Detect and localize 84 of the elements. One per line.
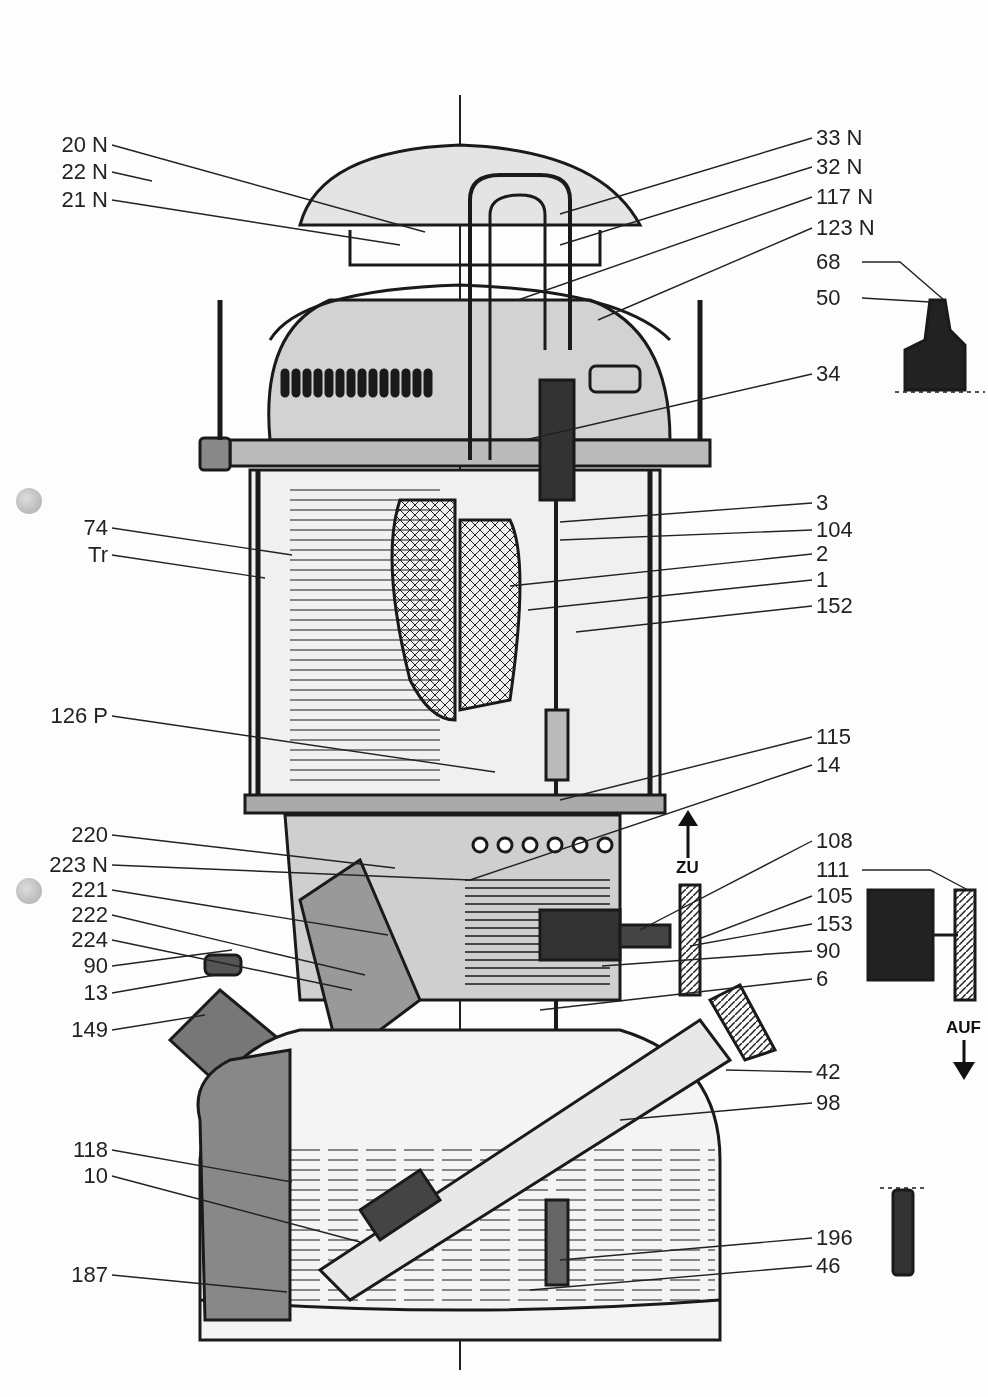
leader-line <box>111 715 496 773</box>
callout-number: 187 <box>34 1262 108 1288</box>
leader-line <box>559 736 813 801</box>
callout-number: 1 <box>816 567 890 593</box>
leader-line <box>111 527 293 556</box>
leader-line <box>861 297 931 303</box>
callout-number: 2 <box>816 541 890 567</box>
leader-line <box>111 949 233 967</box>
callout-number: 196 <box>816 1225 890 1251</box>
leader-line <box>111 889 389 936</box>
callout-number: 32 N <box>816 154 890 180</box>
callout-number: 22 N <box>34 159 108 185</box>
callout-number: 3 <box>816 490 890 516</box>
leader-line <box>111 939 353 991</box>
callout-number: 118 <box>34 1137 108 1163</box>
callout-number: 90 <box>816 938 890 964</box>
leader-line <box>509 553 813 587</box>
callout-number: 98 <box>816 1090 890 1116</box>
callout-number: 33 N <box>816 125 890 151</box>
leader-line <box>111 1014 206 1031</box>
leader-line <box>111 1175 361 1243</box>
leader-line <box>111 1149 293 1183</box>
callout-number: 222 <box>34 902 108 928</box>
callout-number: 149 <box>34 1017 108 1043</box>
leader-line <box>111 974 216 994</box>
callout-number: 126 P <box>34 703 108 729</box>
callout-number: 220 <box>34 822 108 848</box>
callout-number: 223 N <box>34 852 108 878</box>
callout-number: 74 <box>34 515 108 541</box>
callout-number: 34 <box>816 361 890 387</box>
callout-number: 105 <box>816 883 890 909</box>
leader-line <box>597 227 813 321</box>
leader-line <box>861 869 969 891</box>
callout-number: 68 <box>816 249 890 275</box>
leader-line <box>111 171 153 182</box>
leader-line <box>601 950 813 967</box>
leader-line <box>559 1237 813 1261</box>
leader-line <box>111 834 396 869</box>
callout-number: 104 <box>816 517 890 543</box>
leader-line <box>861 261 945 301</box>
callout-number: 221 <box>34 877 108 903</box>
leader-line <box>559 502 813 523</box>
callout-number: 224 <box>34 927 108 953</box>
callout-number: 20 N <box>34 132 108 158</box>
leader-line <box>111 144 426 233</box>
leader-line <box>639 840 813 931</box>
leader-line <box>559 166 813 246</box>
callout-number: 152 <box>816 593 890 619</box>
callout-number: 153 <box>816 911 890 937</box>
callout-number: 117 N <box>816 184 890 210</box>
leader-line <box>111 199 401 246</box>
leader-line <box>527 579 813 611</box>
leader-line <box>469 764 813 881</box>
leader-line <box>111 864 471 881</box>
callout-number: 6 <box>816 966 890 992</box>
direction-label: ZU <box>676 858 699 878</box>
leader-line <box>725 1069 813 1073</box>
leader-line <box>529 1265 813 1291</box>
leader-line <box>559 137 813 215</box>
callout-number: 111 <box>816 857 890 883</box>
leader-line <box>559 529 813 541</box>
callout-number: 21 N <box>34 187 108 213</box>
leader-line <box>695 895 813 941</box>
leader-line <box>111 1274 288 1293</box>
callout-number: 123 N <box>816 215 890 241</box>
callout-number: 46 <box>816 1253 890 1279</box>
callout-number: 14 <box>816 752 890 778</box>
callout-number: 90 <box>34 953 108 979</box>
leader-line <box>524 373 813 441</box>
leader-line <box>539 978 813 1011</box>
leader-line <box>689 923 813 947</box>
callout-number: 50 <box>816 285 890 311</box>
leader-line <box>517 196 813 301</box>
callout-number: 10 <box>34 1163 108 1189</box>
callout-number: 115 <box>816 724 890 750</box>
callout-number: 13 <box>34 980 108 1006</box>
leader-line <box>111 554 266 579</box>
leader-line <box>619 1102 813 1121</box>
leader-line <box>575 605 813 633</box>
direction-label: AUF <box>946 1018 981 1038</box>
leader-line <box>111 914 366 976</box>
callout-number: Tr <box>34 542 108 568</box>
callout-number: 108 <box>816 828 890 854</box>
callout-number: 42 <box>816 1059 890 1085</box>
